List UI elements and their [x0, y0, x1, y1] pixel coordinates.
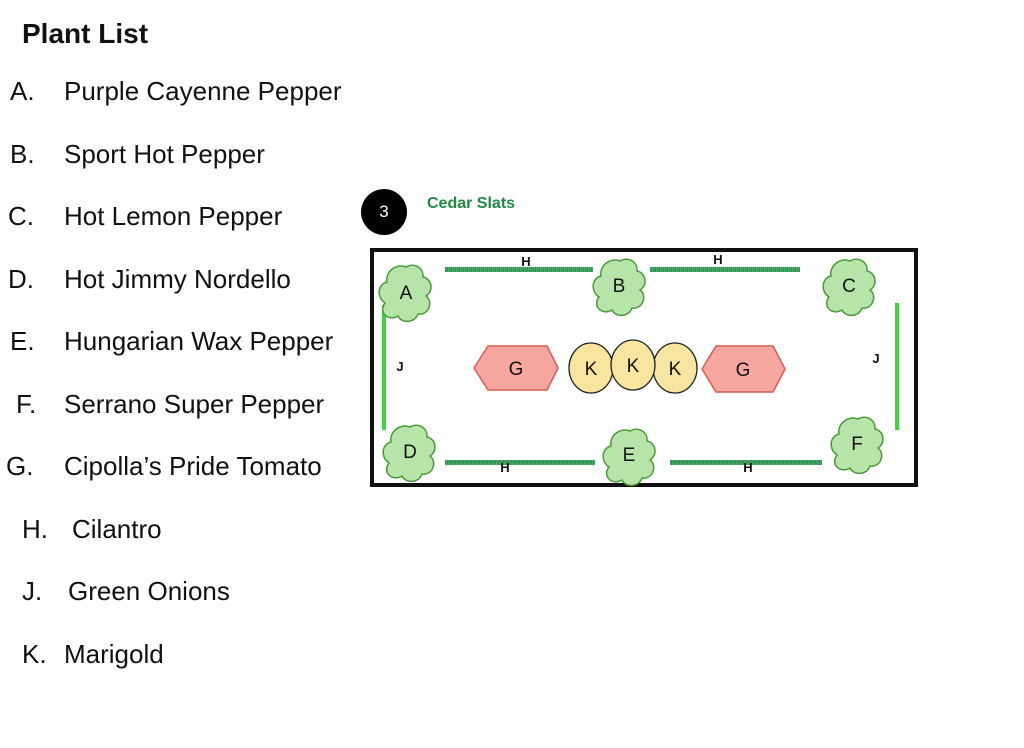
cilantro-label: H — [713, 252, 722, 267]
list-item: K. Marigold — [22, 639, 164, 670]
cilantro-label: H — [521, 254, 530, 269]
plant-key: C. — [8, 201, 34, 231]
plant-list: A. Purple Cayenne Pepper B. Sport Hot Pe… — [0, 0, 380, 700]
plant-name: Hot Jimmy Nordello — [64, 264, 291, 294]
pepper-label-e: E — [623, 445, 636, 466]
list-item: J. Green Onions — [22, 576, 230, 607]
bed-material-label: Cedar Slats — [427, 195, 516, 212]
onion-label: J — [396, 359, 403, 374]
onion-row — [895, 303, 899, 430]
tomato-label: G — [509, 359, 524, 380]
plant-name: Serrano Super Pepper — [64, 389, 325, 419]
list-item: D. Hot Jimmy Nordello — [8, 264, 291, 295]
plant-key: J. — [22, 576, 43, 606]
onion-row — [382, 305, 386, 430]
hexagon-icon — [473, 345, 559, 391]
plant-key: E. — [10, 326, 35, 356]
onion-label: J — [872, 351, 879, 366]
list-item: A. Purple Cayenne Pepper — [10, 76, 342, 107]
bed-number-badge: 3 — [361, 189, 407, 235]
plant-key: G. — [6, 451, 34, 481]
pepper-label-d: D — [403, 442, 417, 463]
circle-icon — [610, 339, 656, 391]
plant-key: K. — [22, 639, 47, 669]
plant-key: A. — [10, 76, 35, 106]
cilantro-row — [445, 267, 593, 272]
plant-name: Hungarian Wax Pepper — [64, 326, 334, 356]
plant-name: Hot Lemon Pepper — [64, 201, 283, 231]
bed-border — [370, 248, 918, 487]
plant-name: Cipolla’s Pride Tomato — [64, 451, 322, 481]
pepper-label-f: F — [851, 434, 863, 455]
plant-name: Marigold — [64, 639, 164, 669]
marigold-label: K — [669, 359, 682, 380]
list-item: B. Sport Hot Pepper — [10, 139, 265, 170]
page-title: Plant List — [22, 18, 149, 49]
marigold-label: K — [627, 356, 640, 377]
list-item: F. Serrano Super Pepper — [16, 389, 324, 420]
cilantro-label: H — [500, 460, 509, 475]
plant-name: Cilantro — [72, 514, 162, 544]
pepper-label-b: B — [613, 276, 626, 297]
plant-name: Green Onions — [68, 576, 230, 606]
plant-key: B. — [10, 139, 35, 169]
list-item: C. Hot Lemon Pepper — [8, 201, 282, 232]
tomato-label: G — [736, 360, 751, 381]
list-item: G. Cipolla’s Pride Tomato — [6, 451, 322, 482]
cilantro-row — [670, 460, 822, 465]
pepper-label-c: C — [842, 276, 856, 297]
plant-name: Purple Cayenne Pepper — [64, 76, 342, 106]
hexagon-icon — [701, 345, 786, 393]
plant-key: D. — [8, 264, 34, 294]
cilantro-row — [650, 267, 800, 272]
plant-key: F. — [16, 389, 37, 419]
list-item: E. Hungarian Wax Pepper — [10, 326, 333, 357]
plant-name: Sport Hot Pepper — [64, 139, 265, 169]
pepper-label-a: A — [400, 283, 413, 304]
list-item: H. Cilantro — [22, 514, 162, 545]
cilantro-rows — [445, 267, 822, 465]
marigold-label: K — [585, 359, 598, 380]
plant-key: H. — [22, 514, 48, 544]
cilantro-row — [445, 460, 595, 465]
cilantro-label: H — [743, 460, 752, 475]
